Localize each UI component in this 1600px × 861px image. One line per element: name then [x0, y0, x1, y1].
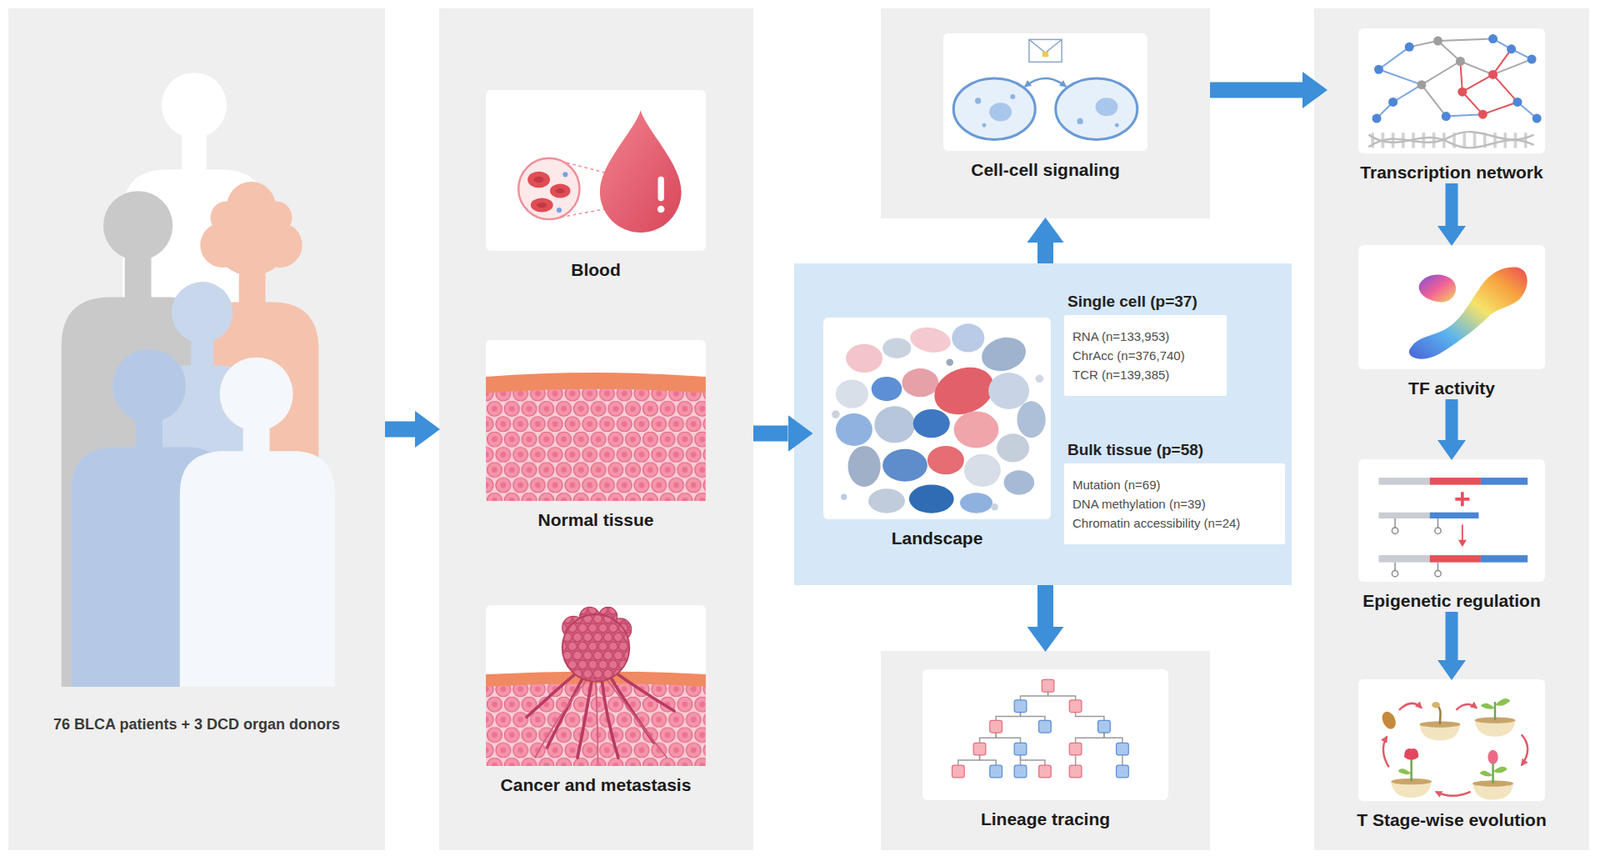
caption-label: 76 BLCA patients + 3 DCD organ donors — [53, 715, 340, 734]
normal-tissue-illustration — [485, 340, 706, 501]
sample-card: Normal tissue — [470, 340, 721, 531]
flow-arrow — [1210, 82, 1303, 99]
illustration-card — [823, 317, 1051, 520]
data-summary-box: Bulk tissue (p=58) Mutation (n=69)DNA met… — [1064, 440, 1285, 545]
lineage-tree — [922, 669, 1169, 800]
illustration-card — [485, 340, 706, 501]
caption-label: TF activity — [1408, 377, 1495, 400]
flow-arrow — [1445, 399, 1459, 440]
caption-label: T Stage-wise evolution — [1356, 809, 1547, 831]
data-list-box: RNA (n=133,953)ChrAcc (n=376,740)TCR (n=… — [1064, 315, 1227, 396]
growth-cycle-illustration-instance — [1379, 698, 1528, 800]
flow-arrow — [1445, 183, 1459, 226]
caption-label: Cell-cell signaling — [970, 159, 1120, 181]
flow-arrow — [753, 425, 789, 442]
illustration-card — [485, 90, 706, 251]
analysis-card: T Stage-wise evolution — [1326, 679, 1577, 831]
caption-label: Landscape — [891, 527, 984, 550]
landscape-card: Landscape — [812, 317, 1063, 550]
tumor-illustration — [485, 605, 706, 766]
analysis-panel: Lineage tracing — [880, 650, 1210, 850]
caption-label: Transcription network — [1360, 161, 1543, 184]
landscape-clusters-instance — [831, 323, 1046, 513]
data-count-line: ChrAcc (n=376,740) — [1072, 345, 1185, 365]
sample-card: Cancer and metastasis — [470, 605, 721, 796]
caption-label: Normal tissue — [538, 509, 655, 531]
illustration-card — [922, 669, 1169, 800]
normal-tissue-illustration-instance — [485, 372, 706, 501]
tumor-illustration-instance — [485, 606, 706, 766]
tf-activity-map-instance — [1409, 267, 1528, 360]
flow-arrow — [1445, 611, 1459, 660]
illustration-card — [485, 605, 706, 766]
epigenetic-illustration-instance — [1378, 477, 1528, 577]
flow-arrow — [1037, 585, 1054, 627]
landscape-clusters — [823, 317, 1051, 520]
regulation-panel: Transcription network TF activityEpigenet… — [1314, 8, 1590, 850]
sample-panel: BloodNormal tissueCancer and metastasis — [439, 8, 754, 850]
blood-illustration-instance — [518, 110, 681, 233]
cohort-panel: 76 BLCA patients + 3 DCD organ donors — [8, 8, 385, 850]
data-count-line: DNA methylation (n=39) — [1072, 494, 1206, 514]
landscape-panel: Landscape Single cell (p=37) RNA (n=133,95… — [794, 263, 1292, 585]
illustration-card — [1358, 459, 1545, 582]
analysis-card: Epigenetic regulation — [1326, 459, 1577, 612]
blood-illustration — [485, 90, 706, 251]
signaling-illustration-instance — [953, 39, 1138, 140]
analysis-card: TF activity — [1326, 245, 1577, 400]
data-count-line: TCR (n=139,385) — [1072, 365, 1170, 385]
growth-cycle-illustration — [1358, 679, 1545, 801]
data-count-line: Chromatin accessibility (n=24) — [1072, 513, 1240, 533]
flow-arrow — [385, 421, 415, 438]
illustration-card — [1358, 28, 1545, 154]
analysis-panel: Cell-cell signaling — [880, 8, 1210, 219]
network-illustration — [1358, 28, 1545, 154]
illustration-card — [1358, 245, 1545, 370]
illustration-card — [1358, 679, 1545, 801]
illustration-card — [943, 33, 1148, 151]
caption-label: Cancer and metastasis — [500, 774, 692, 796]
epigenetic-illustration — [1358, 459, 1545, 582]
sample-card: Blood — [470, 90, 721, 281]
tf-activity-map — [1358, 245, 1545, 370]
data-summary-box: Single cell (p=37) RNA (n=133,953)ChrAcc … — [1064, 291, 1227, 396]
data-list-box: Mutation (n=69)DNA methylation (n=39)Chr… — [1064, 463, 1285, 545]
flow-arrow — [1037, 242, 1054, 264]
box-heading: Bulk tissue (p=58) — [1064, 440, 1204, 460]
lineage-tree-instance — [951, 679, 1129, 778]
signaling-illustration — [943, 33, 1148, 151]
data-count-line: RNA (n=133,953) — [1072, 326, 1170, 346]
analysis-card: Transcription network — [1326, 28, 1577, 184]
caption-label: Lineage tracing — [980, 808, 1110, 830]
patient-silhouettes-instance — [61, 72, 335, 687]
caption-holder: 76 BLCA patients + 3 DCD organ donors — [8, 715, 385, 734]
caption-label: Blood — [570, 259, 620, 281]
caption-label: Epigenetic regulation — [1362, 590, 1541, 612]
network-illustration-instance — [1368, 34, 1541, 148]
box-heading: Single cell (p=37) — [1064, 291, 1198, 312]
data-count-line: Mutation (n=69) — [1072, 475, 1160, 495]
